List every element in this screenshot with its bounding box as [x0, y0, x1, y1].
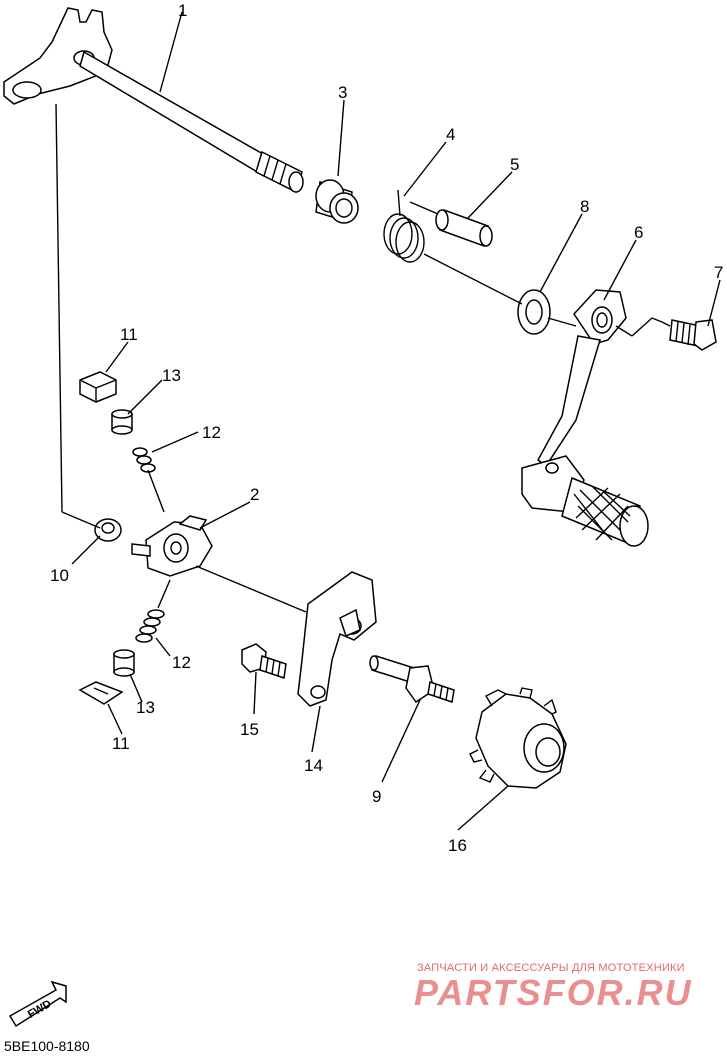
part-16-segment [469, 687, 567, 789]
callout-7: 7 [714, 263, 723, 282]
part-11-guide-upper [79, 371, 117, 403]
callout-4: 4 [446, 125, 455, 144]
part-10-collar [94, 518, 122, 542]
callout-10: 10 [50, 566, 69, 585]
callout-14: 14 [304, 756, 323, 775]
part-11-guide-lower [78, 681, 124, 705]
part-13-roller-upper [111, 409, 133, 435]
part-7-bolt [669, 319, 717, 351]
callout-15: 15 [240, 720, 259, 739]
watermark-logo: PARTSFOR.RU [414, 972, 693, 1013]
callout-12-upper: 12 [202, 423, 221, 442]
fwd-arrow-icon: FWD [8, 980, 67, 1028]
part-1-shift-shaft [3, 7, 304, 194]
callout-9: 9 [372, 787, 381, 806]
part-2-shift-lever [131, 515, 213, 577]
part-12-spring-lower [135, 609, 165, 643]
callout-5: 5 [510, 155, 519, 174]
callout-8: 8 [580, 197, 589, 216]
callout-12-lower: 12 [172, 653, 191, 672]
part-14-stopper-lever [297, 571, 377, 707]
part-8-washer [517, 289, 551, 335]
callout-3: 3 [338, 83, 347, 102]
assembly-relation-lines [55, 103, 671, 613]
callout-16: 16 [448, 836, 467, 855]
part-15-bolt [241, 643, 287, 679]
part-5-pin [435, 208, 493, 248]
diagram-code: 5BE100-8180 [4, 1038, 90, 1054]
part-4-spring [383, 189, 425, 263]
callout-11-lower: 11 [112, 734, 130, 753]
callout-1: 1 [178, 1, 187, 20]
callout-leader-lines [71, 11, 721, 831]
callout-11-upper: 11 [120, 325, 138, 344]
part-3-collar [315, 179, 359, 224]
callout-2: 2 [250, 485, 259, 504]
fwd-label: FWD [26, 998, 54, 1021]
callout-numbers: 1 2 3 4 5 6 7 8 9 10 11 13 12 12 13 11 1… [50, 1, 723, 855]
watermark-tagline: ЗАПЧАСТИ И АКСЕССУАРЫ ДЛЯ МОТОТЕХНИКИ [417, 962, 685, 974]
part-9-bolt [369, 655, 455, 704]
callout-13-upper: 13 [162, 366, 181, 385]
callout-6: 6 [634, 223, 643, 242]
callout-13-lower: 13 [136, 698, 155, 717]
part-12-spring-upper [132, 447, 156, 473]
part-13-roller-lower [113, 649, 135, 677]
part-6-shift-pedal [521, 289, 649, 547]
